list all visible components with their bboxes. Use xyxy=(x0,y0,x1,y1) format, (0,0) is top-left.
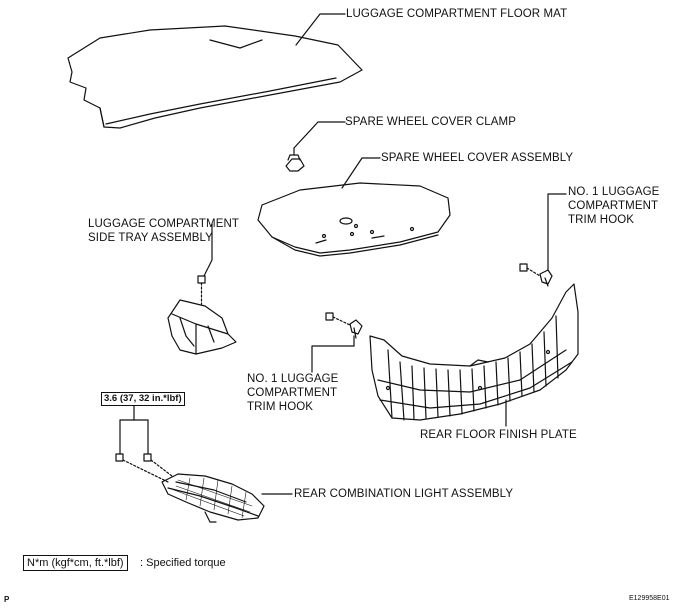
side-tray-line-1: LUGGAGE COMPARTMENT xyxy=(88,218,239,230)
hook-left-leader xyxy=(311,335,355,373)
side-tray-part xyxy=(167,275,237,355)
side-tray-label: LUGGAGE COMPARTMENT SIDE TRAY ASSEMBLY xyxy=(88,217,239,245)
hook-left-line-3: TRIM HOOK xyxy=(247,401,314,413)
cover-leader xyxy=(341,157,381,189)
side-tray-leader xyxy=(203,223,213,277)
floor-mat-label: LUGGAGE COMPARTMENT FLOOR MAT xyxy=(346,8,568,20)
clamp-leader xyxy=(293,121,346,149)
hook-right-line-3: TRIM HOOK xyxy=(568,214,635,226)
finish-plate-part xyxy=(369,283,579,421)
torque-spec-box: 3.6 (37, 32 in.*lbf) xyxy=(101,392,185,406)
hook-right-line-1: NO. 1 LUGGAGE xyxy=(568,186,660,198)
finish-plate-label: REAR FLOOR FINISH PLATE xyxy=(420,429,577,441)
light-label: REAR COMBINATION LIGHT ASSEMBLY xyxy=(294,488,514,500)
trim-hook-left-part xyxy=(325,312,363,339)
clamp-part xyxy=(285,147,305,172)
illustration-code: E129958E01 xyxy=(629,595,670,602)
hook-right-line-2: COMPARTMENT xyxy=(568,200,659,212)
page-mark: P xyxy=(4,595,10,604)
floor-mat-part xyxy=(67,25,363,129)
clamp-label: SPARE WHEEL COVER CLAMP xyxy=(345,116,517,128)
rear-light-part xyxy=(115,404,265,523)
legend-unit-box: N*m (kgf*cm, ft.*lbf) xyxy=(23,555,128,571)
cover-label: SPARE WHEEL COVER ASSEMBLY xyxy=(381,152,574,164)
trim-hook-right-part xyxy=(519,263,553,287)
spare-wheel-cover-part xyxy=(257,182,451,257)
legend-description: : Specified torque xyxy=(140,557,226,569)
hook-right-label: NO. 1 LUGGAGE COMPARTMENT TRIM HOOK xyxy=(568,185,659,227)
hook-right-leader xyxy=(547,193,567,271)
side-tray-line-2: SIDE TRAY ASSEMBLY xyxy=(88,232,213,244)
floor-mat-leader xyxy=(295,13,346,46)
hook-left-line-2: COMPARTMENT xyxy=(247,387,338,399)
hook-left-label: NO. 1 LUGGAGE COMPARTMENT TRIM HOOK xyxy=(247,372,338,414)
hook-left-line-1: NO. 1 LUGGAGE xyxy=(247,373,339,385)
